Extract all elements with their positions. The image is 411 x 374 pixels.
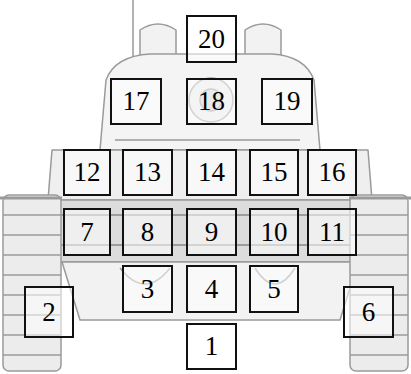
callout-number: 9 <box>205 219 219 246</box>
callout-box: 1 <box>186 323 237 370</box>
callout-number: 4 <box>205 276 219 303</box>
callout-box: 3 <box>122 265 173 313</box>
callout-box: 6 <box>343 286 394 338</box>
callout-number: 7 <box>80 219 94 246</box>
callout-number: 8 <box>141 219 155 246</box>
callout-box: 17 <box>110 78 162 125</box>
callout-number: 17 <box>123 88 150 115</box>
callout-number: 19 <box>274 88 301 115</box>
callout-number: 16 <box>319 159 346 186</box>
callout-box: 11 <box>307 208 357 256</box>
callout-number: 15 <box>261 159 288 186</box>
callout-box: 15 <box>249 149 299 196</box>
callout-number: 13 <box>134 159 161 186</box>
callout-number: 18 <box>198 88 225 115</box>
callout-box: 19 <box>261 78 313 125</box>
callout-box: 7 <box>63 208 111 256</box>
callout-box: 20 <box>186 15 237 63</box>
callout-number: 12 <box>74 159 101 186</box>
callout-number: 1 <box>205 333 219 360</box>
callout-box: 10 <box>249 208 299 256</box>
callout-box: 5 <box>249 265 299 313</box>
callout-number: 2 <box>42 299 56 326</box>
callout-box: 18 <box>186 78 237 125</box>
callout-box: 4 <box>186 265 237 313</box>
callout-box: 12 <box>63 149 111 196</box>
callout-box: 14 <box>186 149 237 196</box>
callout-box: 13 <box>122 149 173 196</box>
callout-number: 14 <box>198 159 225 186</box>
callout-box: 9 <box>186 208 237 256</box>
callout-box: 16 <box>307 149 357 196</box>
callout-number: 11 <box>319 219 345 246</box>
callout-number: 3 <box>141 276 155 303</box>
callout-box: 8 <box>122 208 173 256</box>
callout-number: 5 <box>267 276 281 303</box>
callout-number: 10 <box>261 219 288 246</box>
callout-box: 2 <box>24 286 74 338</box>
callout-number: 6 <box>362 299 376 326</box>
callout-number: 20 <box>198 26 225 53</box>
